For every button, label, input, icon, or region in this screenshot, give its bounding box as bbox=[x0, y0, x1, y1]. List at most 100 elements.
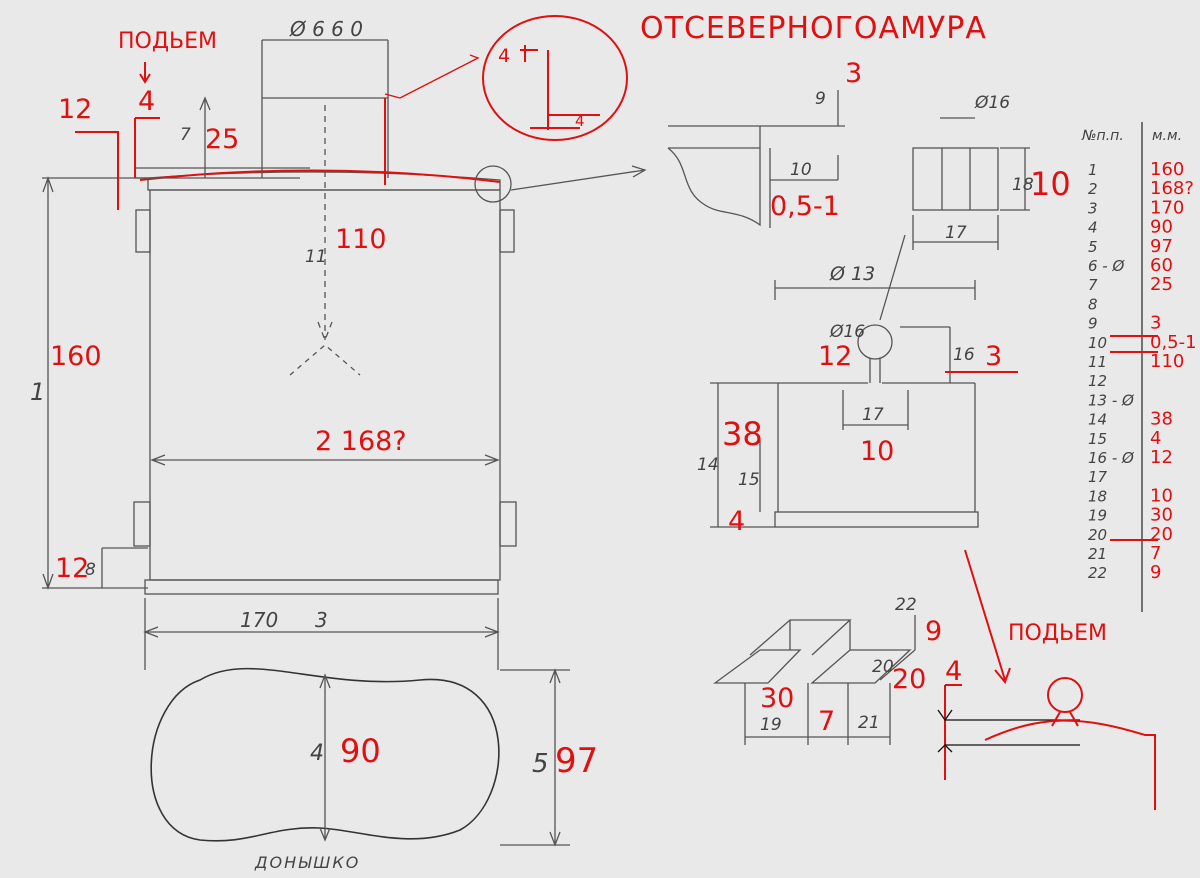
detail-circle-left: 4 bbox=[498, 45, 510, 67]
detail-circle-bottom: 4 bbox=[575, 112, 585, 130]
table-row-value: 30 bbox=[1150, 505, 1173, 526]
table-header-no: №п.п. bbox=[1081, 128, 1124, 144]
lift-label-top: ПОДЬЕМ bbox=[118, 29, 217, 54]
table-row-number: 17 bbox=[1088, 468, 1108, 486]
table-row-value: 20 bbox=[1150, 524, 1173, 545]
dim-head-red: 25 bbox=[205, 124, 239, 155]
dim-height-pencil: 1 bbox=[30, 378, 45, 406]
table-row-number: 14 bbox=[1088, 411, 1107, 429]
table-row-number: 10 bbox=[1088, 334, 1107, 352]
title-number: 3 bbox=[845, 58, 862, 89]
table-row-number: 2 bbox=[1088, 180, 1098, 198]
detail-circle bbox=[482, 15, 628, 141]
table-row-number: 7 bbox=[1088, 276, 1098, 294]
cap-knob-dia: Ø16 bbox=[829, 322, 865, 342]
dim-lift-red: 4 bbox=[138, 86, 155, 117]
table-row-number: 22 bbox=[1088, 564, 1107, 582]
table-row-value: 12 bbox=[1150, 447, 1173, 468]
cap-stem-pencil: 16 bbox=[953, 345, 975, 365]
table-row-value: 0,5-1 bbox=[1150, 332, 1197, 353]
dim-side-red: 97 bbox=[555, 741, 598, 781]
profile-diag-red: 20 bbox=[892, 664, 926, 695]
cap-stem-width-pencil: 17 bbox=[862, 405, 884, 425]
table-row-number: 19 bbox=[1088, 507, 1107, 525]
table-row-number: 21 bbox=[1088, 545, 1107, 563]
cap-inner-pencil: 15 bbox=[738, 470, 760, 490]
table-row-value: 168? bbox=[1150, 178, 1194, 199]
table-row-value: 9 bbox=[1150, 562, 1161, 583]
dim-bottom-red: 12 bbox=[55, 553, 89, 584]
table-row-value: 38 bbox=[1150, 409, 1173, 430]
table-row-number: 3 bbox=[1088, 199, 1098, 217]
table-row-number: 1 bbox=[1088, 161, 1098, 179]
grille-dia: Ø16 bbox=[974, 93, 1010, 113]
table-row-value: 4 bbox=[1150, 428, 1161, 449]
table-row-value: 7 bbox=[1150, 543, 1161, 564]
bottom-oval bbox=[150, 667, 500, 842]
lift-label-bottom: ПОДЬЕМ bbox=[1008, 621, 1107, 646]
profile-top-red: 9 bbox=[925, 616, 942, 647]
cap-height-pencil: 14 bbox=[697, 455, 719, 475]
dimension-table bbox=[1110, 122, 1158, 612]
lift-small-red: 4 bbox=[945, 656, 962, 687]
dim-head-pencil: 7 bbox=[180, 125, 191, 145]
dim-center-pencil: 11 bbox=[305, 247, 327, 267]
dim-base-width-pencil: 170 bbox=[240, 608, 278, 632]
table-row-value: 25 bbox=[1150, 274, 1173, 295]
dim-bottom-pencil: 8 bbox=[85, 560, 96, 580]
dim-side-pencil: 5 bbox=[532, 749, 549, 779]
dim-top-diameter: Ø 6 6 0 bbox=[289, 17, 363, 41]
cap-stem-width-red: 10 bbox=[860, 436, 894, 467]
table-row-value: 10 bbox=[1150, 485, 1173, 506]
table-row-number: 11 bbox=[1088, 353, 1107, 371]
profile-right-pencil: 21 bbox=[858, 713, 880, 733]
table-row-number: 16 - Ø bbox=[1088, 449, 1135, 467]
dim-center-red: 110 bbox=[335, 224, 387, 255]
neck-outline bbox=[261, 97, 389, 178]
grille-height-red: 10 bbox=[1030, 165, 1071, 203]
cap-detail bbox=[710, 234, 1018, 528]
profile-left-pencil: 19 bbox=[760, 715, 782, 735]
table-row-number: 6 - Ø bbox=[1088, 257, 1125, 275]
drawing-title: ОТСЕВЕРНОГОАМУРА bbox=[640, 11, 987, 46]
dim-lip-red: 12 bbox=[58, 94, 92, 125]
dim-oval-red: 90 bbox=[340, 732, 381, 770]
profile-top-pencil: 22 bbox=[895, 595, 917, 615]
cap-stem-red: 3 bbox=[985, 341, 1002, 372]
cap-knob-red: 12 bbox=[818, 341, 852, 372]
table-row-number: 5 bbox=[1088, 238, 1098, 256]
dim-height-red: 160 bbox=[50, 341, 102, 372]
profile-mid-pencil: 7 bbox=[818, 706, 835, 737]
grille-height-pencil: 18 bbox=[1012, 175, 1034, 195]
table-row-value: 160 bbox=[1150, 159, 1184, 180]
table-row-number: 15 bbox=[1088, 430, 1107, 448]
table-row-value: 90 bbox=[1150, 217, 1173, 238]
grille-width: 17 bbox=[945, 223, 967, 243]
table-row-number: 4 bbox=[1088, 219, 1098, 237]
grille-detail bbox=[912, 117, 1030, 250]
table-row-number: 18 bbox=[1088, 487, 1107, 505]
cap-dia: Ø 13 bbox=[829, 263, 875, 285]
rim-step-pencil: 10 bbox=[790, 160, 812, 180]
rim-step-red: 0,5-1 bbox=[770, 191, 840, 222]
table-row-number: 9 bbox=[1088, 315, 1098, 333]
profile-diag-pencil: 20 bbox=[872, 657, 894, 677]
profile-left-red: 30 bbox=[760, 683, 794, 714]
profile-detail bbox=[713, 615, 916, 745]
cap-inner-red: 4 bbox=[728, 506, 745, 537]
table-row-number: 8 bbox=[1088, 295, 1098, 313]
table-header-mm: м.м. bbox=[1152, 128, 1182, 144]
table-row-number: 12 bbox=[1088, 372, 1107, 390]
rim-top-pencil: 9 bbox=[815, 89, 826, 109]
table-row-number: 20 bbox=[1088, 526, 1107, 544]
cap-height-red: 38 bbox=[722, 415, 763, 453]
table-row-value: 110 bbox=[1150, 351, 1184, 372]
table-row-value: 60 bbox=[1150, 255, 1173, 276]
dim-body-width: 2 168? bbox=[315, 426, 407, 457]
bottom-caption: ДОНЫШКО bbox=[254, 853, 360, 872]
rim-detail bbox=[667, 90, 845, 228]
table-row-value: 170 bbox=[1150, 197, 1184, 218]
table-row-number: 13 - Ø bbox=[1088, 391, 1135, 409]
